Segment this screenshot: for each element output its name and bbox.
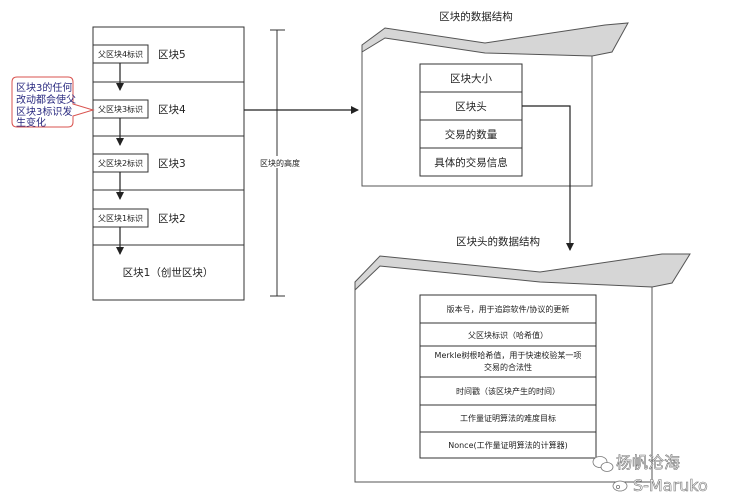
field-label: 交易的数量 <box>445 128 498 141</box>
watermark: 杨帆沧海 S-Maruko <box>592 453 708 495</box>
field-box <box>419 63 523 93</box>
parent-id-label: 父区块2标识 <box>98 158 143 168</box>
field-label: Merkle树根哈希值，用于快速校验某一项 <box>435 350 582 360</box>
block-2: 父区块1标识 区块2 <box>92 208 186 228</box>
field-label: 具体的交易信息 <box>434 156 508 169</box>
field-label: 区块大小 <box>450 72 492 85</box>
annotation-outline <box>11 76 95 128</box>
parent-id-label: 父区块1标识 <box>98 213 143 223</box>
block-structure-title: 区块的数据结构 <box>439 10 513 23</box>
block-3: 父区块2标识 区块3 <box>92 153 186 173</box>
field-box <box>419 147 523 177</box>
annotation-line: 区块3的任何 <box>16 81 72 94</box>
field-label: 父区块标识（哈希值） <box>468 330 548 340</box>
watermark-line1: 杨帆沧海 <box>616 453 680 472</box>
field-label: Nonce(工作量证明算法的计算器) <box>448 440 568 450</box>
block-structure-fields: 区块大小 区块头 交易的数量 具体的交易信息 <box>419 63 523 177</box>
block-label: 区块4 <box>158 104 186 116</box>
header-structure-fields: 版本号，用于追踪软件/协议的更新 父区块标识（哈希值） Merkle树根哈希值，… <box>419 294 597 459</box>
field-label: 版本号，用于追踪软件/协议的更新 <box>447 304 570 314</box>
height-label-bg <box>256 156 304 168</box>
field-box <box>419 431 597 459</box>
genesis-block-label: 区块1（创世区块） <box>123 266 214 279</box>
parent-id-label: 父区块4标识 <box>98 49 143 59</box>
annotation-bubble: 区块3的任何 改动都会使父 区块3标识发 生变化 <box>11 76 95 129</box>
watermark-line2: S-Maruko <box>633 476 708 495</box>
annotation-line: 生变化 <box>16 116 46 129</box>
parent-id-label: 父区块3标识 <box>98 104 143 114</box>
field-box <box>419 91 523 121</box>
header-structure-title: 区块头的数据结构 <box>456 235 540 248</box>
field-box <box>419 404 597 433</box>
weibo-icon <box>612 480 628 492</box>
block-4: 父区块3标识 区块4 <box>92 99 186 119</box>
header-arrow <box>522 105 574 251</box>
field-label: 区块头 <box>455 101 487 113</box>
chain-column: 父区块4标识 区块5 父区块3标识 区块4 父区块2标识 区块3 父区块1标识 … <box>92 26 245 301</box>
block-label: 区块5 <box>158 49 186 61</box>
field-box <box>419 294 597 324</box>
annotation-line: 改动都会使父 <box>16 93 76 106</box>
annotation-line: 区块3标识发 <box>16 105 72 118</box>
block-5: 父区块4标识 区块5 <box>92 44 186 64</box>
wechat-icon <box>592 456 614 472</box>
field-label: 交易的合法性 <box>484 362 532 372</box>
block-label: 区块2 <box>158 213 186 225</box>
height-label: 区块的高度 <box>260 158 300 168</box>
field-label: 时间戳（该区块产生的时间） <box>456 386 560 396</box>
field-box <box>419 119 523 149</box>
field-label: 工作量证明算法的难度目标 <box>460 413 556 423</box>
block-label: 区块3 <box>158 158 186 170</box>
